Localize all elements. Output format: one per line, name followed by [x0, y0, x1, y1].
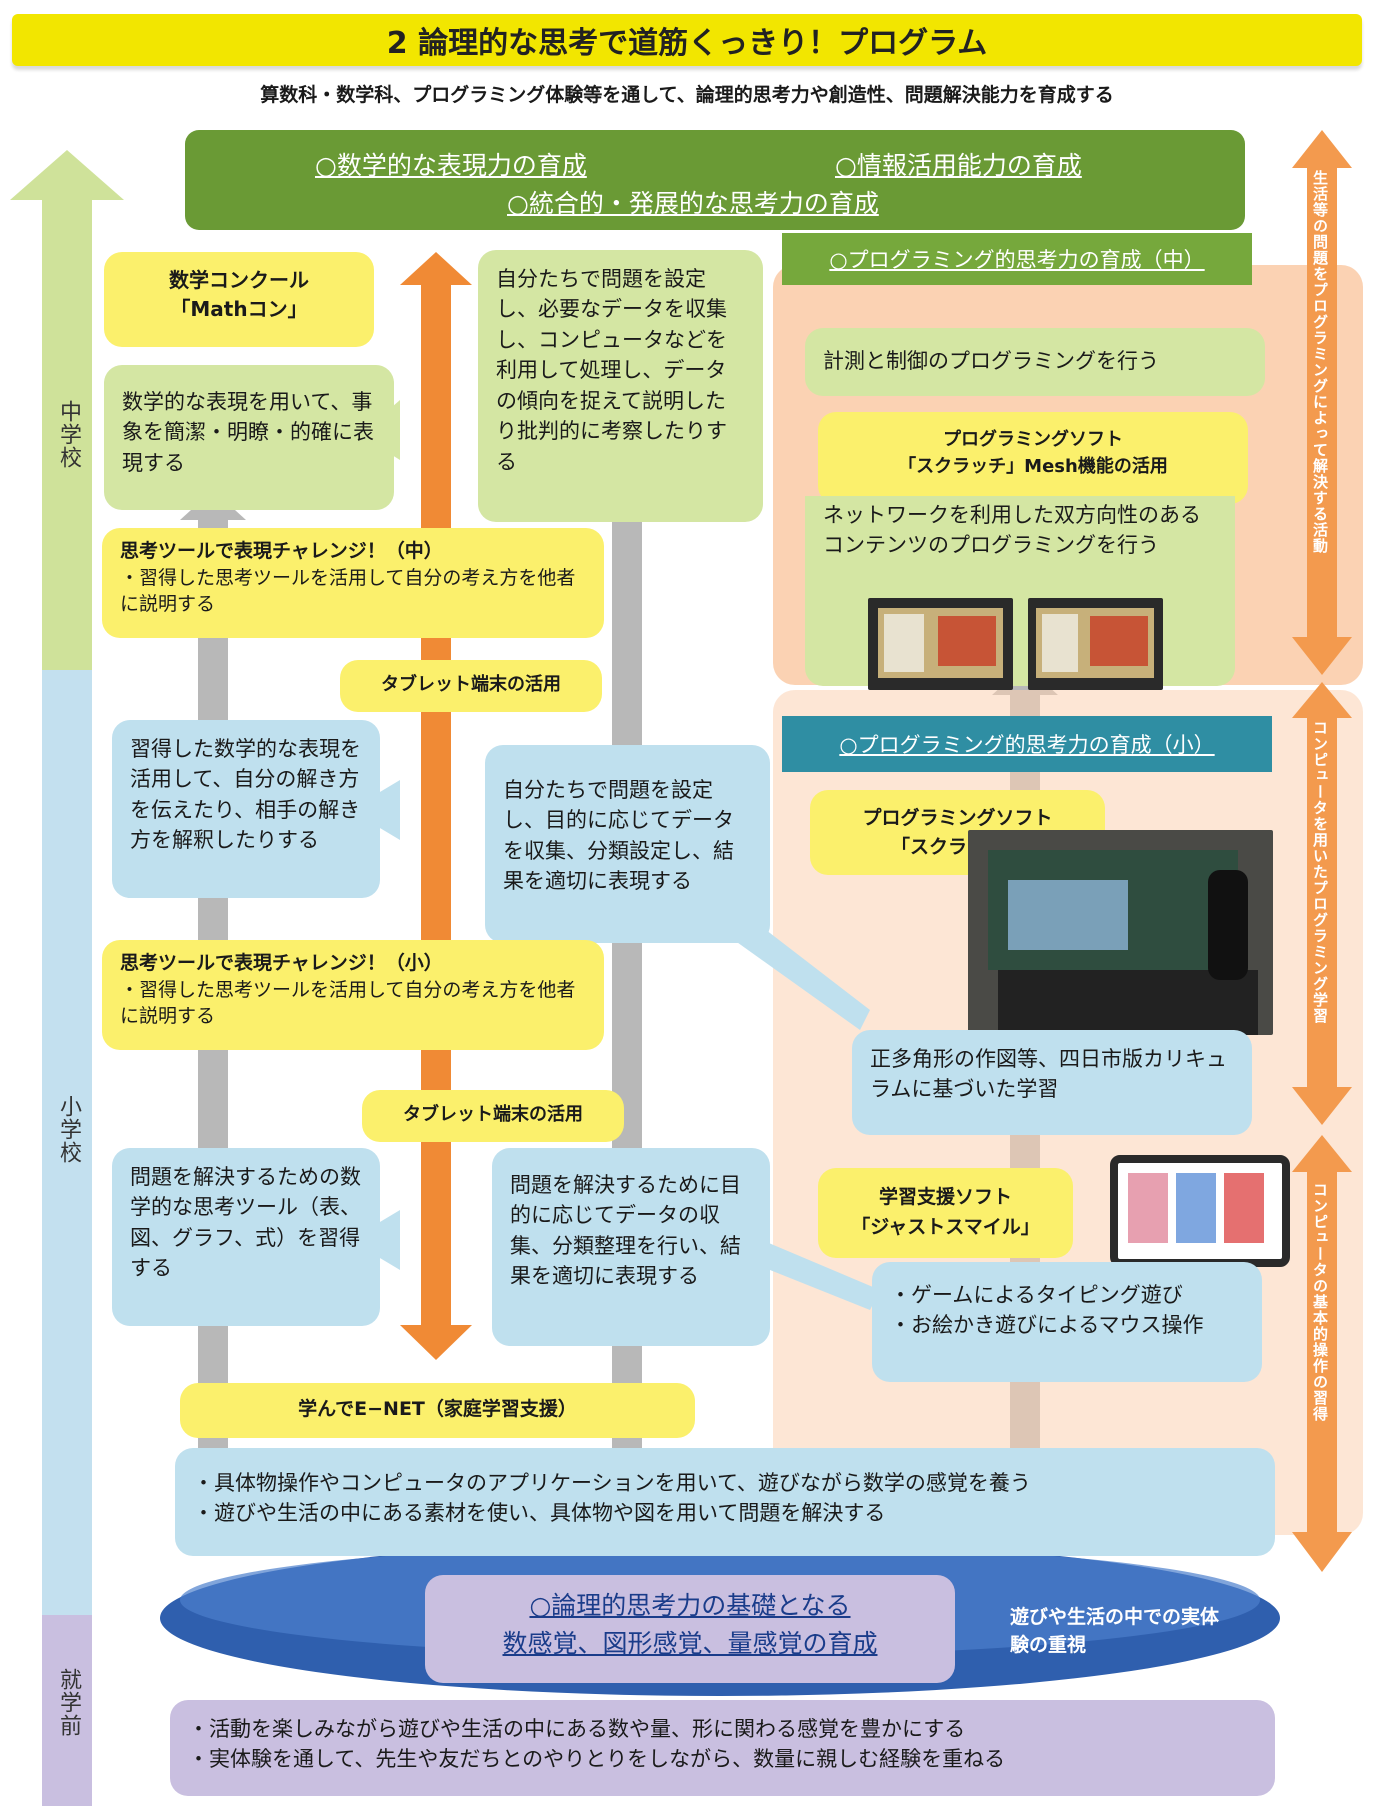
thinking-tool-junior-title: 思考ツールで表現チャレンジ！（中）	[120, 540, 443, 562]
mouse-drawing-item: ・お絵かき遊びによるマウス操作	[890, 1313, 1204, 1338]
page-title: 2 論理的な思考で道筋くっきり！プログラム	[12, 14, 1362, 66]
programming-elementary-header-text: ○プログラミング的思考力の育成（小）	[839, 733, 1215, 757]
classroom-photo-1	[868, 598, 1013, 690]
side-label-programming-learning: コンピュータを用いたプログラミング学習	[1311, 720, 1329, 1024]
polygon-drawing-box: 正多角形の作図等、四日市版カリキュラムに基づいた学習	[852, 1030, 1252, 1135]
math-expression-box: 数学的な表現を用いて、事象を簡潔・明瞭・的確に表現する	[104, 365, 394, 510]
scratch-mesh-box: プログラミングソフト 「スクラッチ」Mesh機能の活用	[818, 412, 1248, 504]
orange-arrow-center	[421, 285, 451, 1325]
tablet-elementary-box: タブレット端末の活用	[362, 1090, 624, 1142]
just-smile-activities-box: ・ゲームによるタイピング遊び ・お絵かき遊びによるマウス操作	[872, 1262, 1262, 1382]
stage-label-elementary: 小学校	[56, 1095, 81, 1164]
foundation-line-2: 数感覚、図形感覚、量感覚の育成	[502, 1628, 878, 1658]
programming-elementary-header: ○プログラミング的思考力の育成（小）	[782, 716, 1272, 772]
stage-bar-junior	[42, 200, 92, 670]
thinking-tool-elementary-title: 思考ツールで表現チャレンジ！（小）	[120, 952, 443, 974]
just-smile-box: 学習支援ソフト 「ジャストスマイル」	[818, 1168, 1073, 1258]
explain-solution-box: 習得した数学的な表現を活用して、自分の解き方を伝えたり、相手の解き方を解釈したり…	[112, 720, 380, 898]
side-label-problem-solving: 生活等の問題をプログラミングによって解決する活動	[1311, 170, 1329, 554]
scratch-lesson-photo	[968, 830, 1273, 1035]
thinking-tool-junior-body: ・習得した思考ツールを活用して自分の考え方を他者に説明する	[120, 566, 576, 616]
thinking-tool-junior-box: 思考ツールで表現チャレンジ！（中） ・習得した思考ツールを活用して自分の考え方を…	[102, 528, 604, 638]
math-contest-title: 数学コンクール	[169, 268, 309, 292]
foundation-line-1: ○論理的思考力の基礎となる	[529, 1591, 851, 1620]
tablet-junior-box: タブレット端末の活用	[340, 660, 602, 712]
stage-label-junior-high: 中学校	[56, 400, 81, 469]
goal-integrative-thinking: ○統合的・発展的な思考力の育成	[507, 189, 879, 218]
scratch-mesh-name: 「スクラッチ」Mesh機能の活用	[898, 456, 1168, 477]
measurement-control-box: 計測と制御のプログラミングを行う	[805, 328, 1265, 396]
side-label-basic-operation: コンピュータの基本的操作の習得	[1311, 1182, 1329, 1422]
preschool-item-2: ・実体験を通して、先生や友だちとのやりとりをしながら、数量に親しむ経験を重ねる	[188, 1747, 1006, 1772]
page-subtitle: 算数科・数学科、プログラミング体験等を通して、論理的思考力や創造性、問題解決能力…	[260, 84, 1114, 106]
programming-junior-header: ○プログラミング的思考力の育成（中）	[782, 233, 1252, 285]
stage-bar-elementary	[42, 670, 92, 1615]
data-task-junior-box: 自分たちで問題を設定し、必要なデータを収集し、コンピュータなどを利用して処理し、…	[478, 250, 763, 522]
goal-information-literacy: ○情報活用能力の育成	[835, 151, 1082, 180]
math-contest-box: 数学コンクール 「Mathコン」	[104, 252, 374, 347]
thinking-tool-elementary-body: ・習得した思考ツールを活用して自分の考え方を他者に説明する	[120, 978, 576, 1028]
thinking-tool-elementary-box: 思考ツールで表現チャレンジ！（小） ・習得した思考ツールを活用して自分の考え方を…	[102, 940, 604, 1050]
just-smile-name: 「ジャストスマイル」	[851, 1216, 1040, 1239]
just-smile-screenshot	[1110, 1155, 1290, 1267]
classroom-photo-2	[1028, 598, 1163, 690]
stage-bar-arrowhead	[10, 150, 124, 200]
stage-label-preschool: 就学前	[56, 1668, 81, 1737]
network-programming-box: ネットワークを利用した双方向性のあるコンテンツのプログラミングを行う	[805, 496, 1235, 686]
stage-bar-preschool	[42, 1615, 92, 1806]
scratch-elementary-title: プログラミングソフト	[862, 807, 1053, 829]
goal-math-expression: ○数学的な表現力の育成	[315, 151, 587, 180]
typing-game-item: ・ゲームによるタイピング遊び	[890, 1283, 1183, 1307]
foundation-box: ○論理的思考力の基礎となる 数感覚、図形感覚、量感覚の育成	[425, 1575, 955, 1683]
preschool-item-1: ・活動を楽しみながら遊びや生活の中にある数や量、形に関わる感覚を豊かにする	[188, 1717, 966, 1741]
math-contest-name: 「Mathコン」	[170, 297, 308, 321]
lower-elementary-item-2: ・遊びや生活の中にある素材を使い、具体物や図を用いて問題を解決する	[193, 1501, 886, 1526]
enet-box: 学んでE−NET（家庭学習支援）	[180, 1383, 695, 1438]
programming-junior-header-text: ○プログラミング的思考力の育成（中）	[829, 248, 1205, 272]
scratch-mesh-title: プログラミングソフト	[943, 429, 1123, 450]
lower-elementary-item-1: ・具体物操作やコンピュータのアプリケーションを用いて、遊びながら数学の感覚を養う	[193, 1471, 1031, 1495]
lower-elementary-box: ・具体物操作やコンピュータのアプリケーションを用いて、遊びながら数学の感覚を養う…	[175, 1448, 1275, 1556]
top-goals-banner: ○数学的な表現力の育成 ○情報活用能力の育成 ○統合的・発展的な思考力の育成	[185, 130, 1245, 230]
thinking-tools-learn-box: 問題を解決するための数学的な思考ツール（表、図、グラフ、式）を習得する	[112, 1148, 380, 1326]
foundation-note: 遊びや生活の中での実体験の重視	[1010, 1606, 1220, 1656]
just-smile-title: 学習支援ソフト	[878, 1186, 1012, 1208]
data-task-elementary-box: 自分たちで問題を設定し、目的に応じてデータを収集、分類設定し、結果を適切に表現す…	[485, 745, 770, 943]
data-collection-box: 問題を解決するために目的に応じてデータの収集、分類整理を行い、結果を適切に表現す…	[492, 1148, 770, 1346]
page-title-text: 2 論理的な思考で道筋くっきり！プログラム	[386, 26, 988, 61]
preschool-box: ・活動を楽しみながら遊びや生活の中にある数や量、形に関わる感覚を豊かにする ・実…	[170, 1700, 1275, 1796]
